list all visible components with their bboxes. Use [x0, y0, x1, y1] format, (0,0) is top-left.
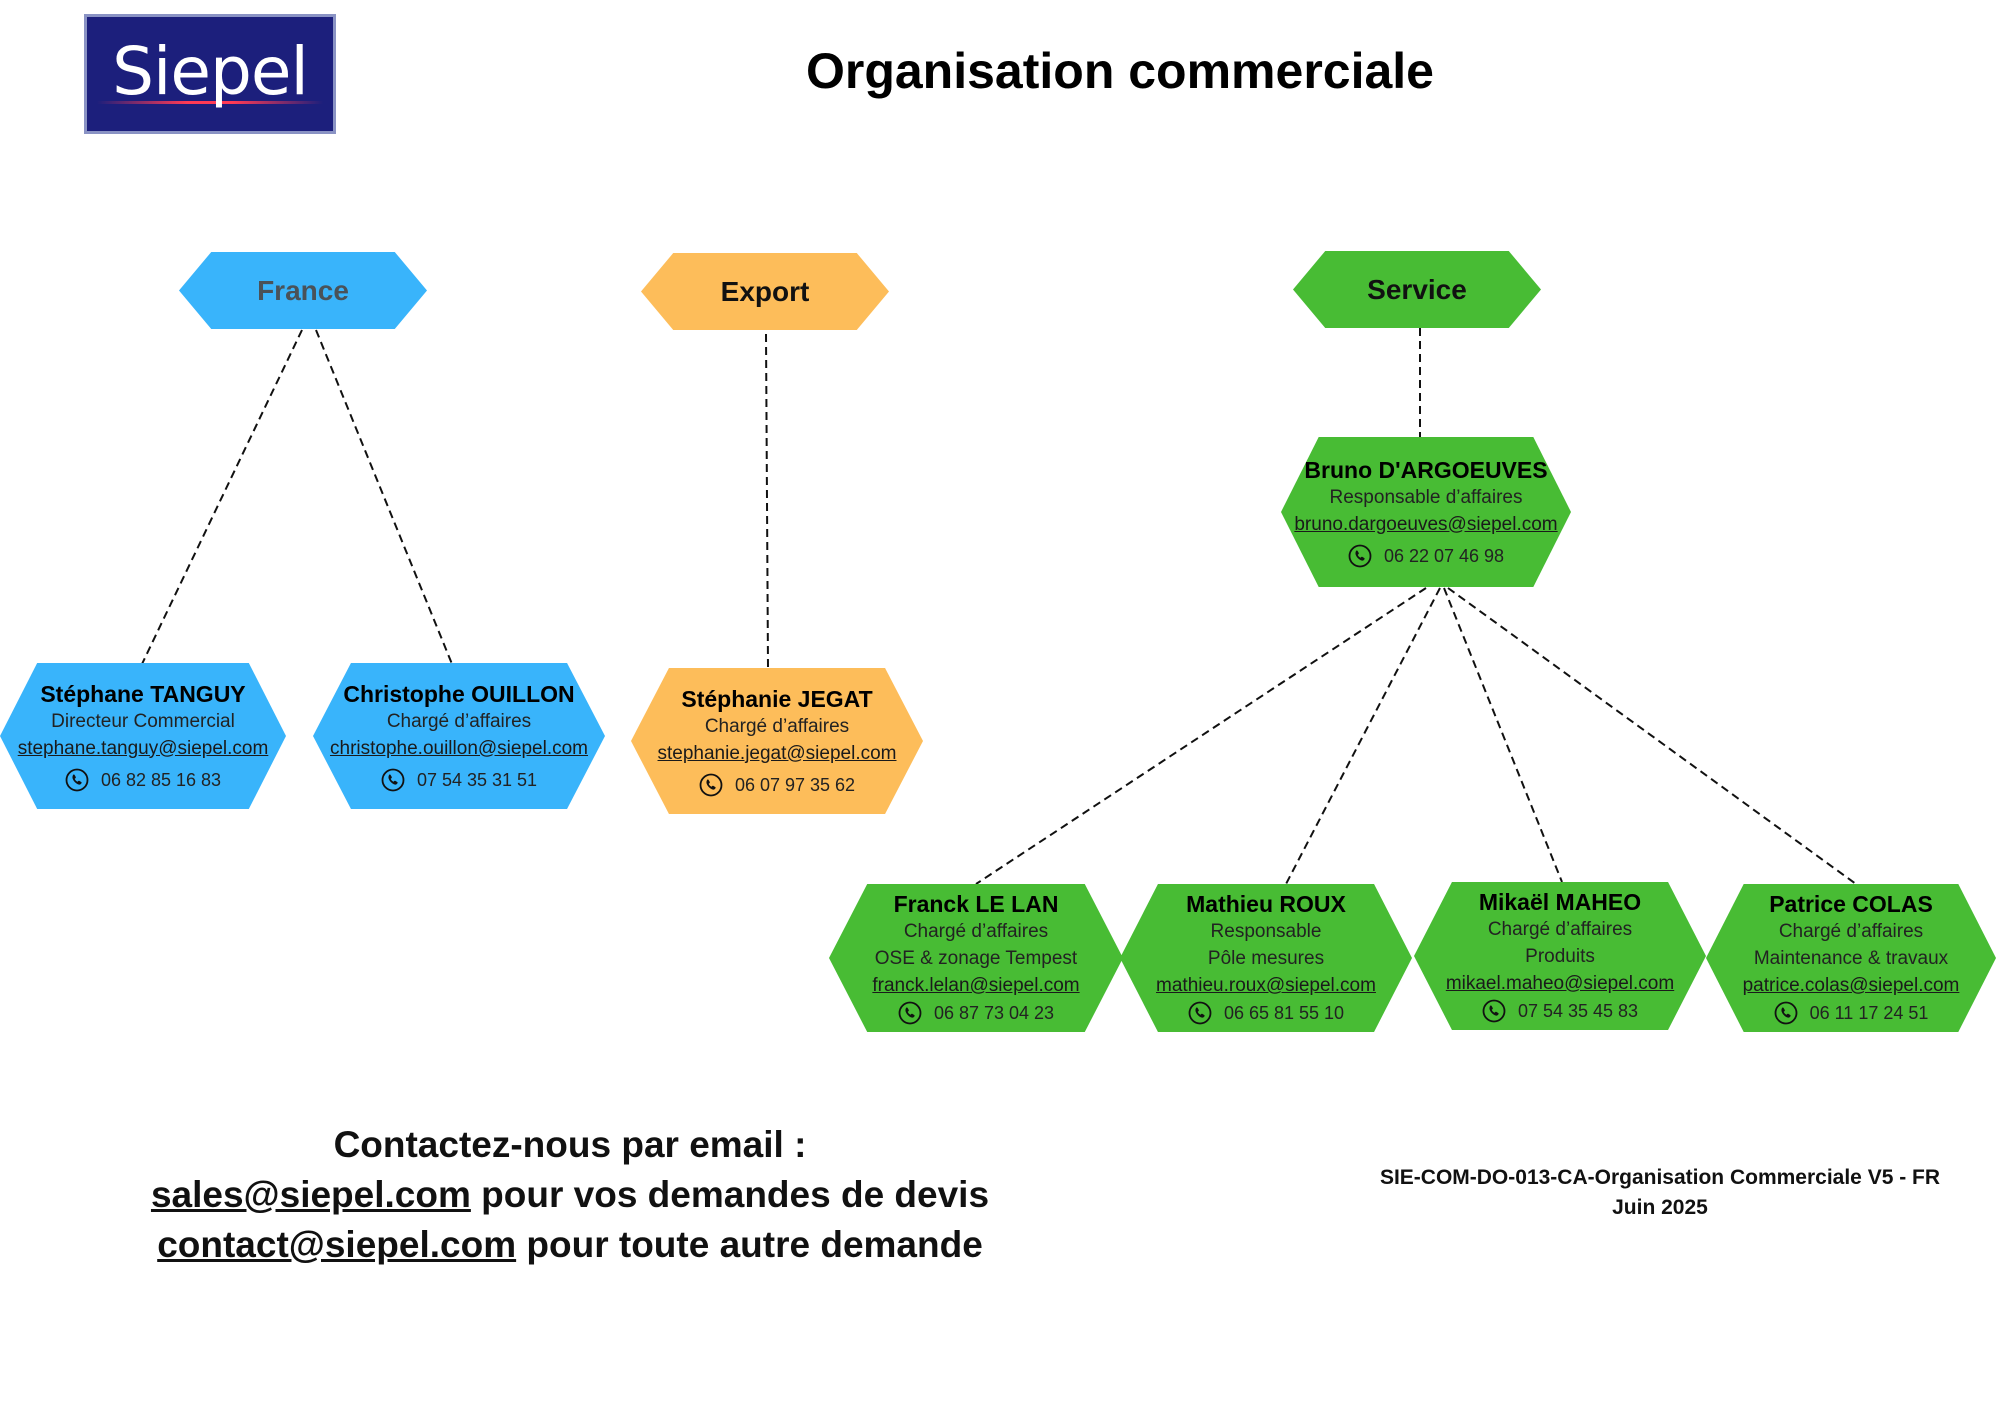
person-phone: 06 11 17 24 51	[1809, 1003, 1929, 1023]
phone-icon	[381, 768, 405, 791]
person-role: Pôle mesures	[1207, 948, 1325, 969]
connector-france-tanguy	[141, 329, 303, 665]
phone-row: 06 11 17 24 51	[1774, 1000, 1929, 1026]
phone-row: 07 54 35 45 83	[1482, 998, 1638, 1024]
person-card-stephane-tanguy: Stéphane TANGUY Directeur Commercial ste…	[0, 663, 286, 809]
person-phone: 06 07 97 35 62	[734, 774, 856, 795]
connector-dargoeuves-lelan	[975, 587, 1427, 885]
document-date: Juin 2025	[1612, 1196, 1708, 1219]
phone-icon	[898, 1001, 922, 1025]
contact-email-link[interactable]: contact@siepel.com	[157, 1224, 517, 1265]
person-name: Stéphanie JEGAT	[681, 685, 873, 712]
logo-accent-line	[97, 101, 323, 104]
person-email-link[interactable]: patrice.colas@siepel.com	[1742, 975, 1960, 996]
person-role: Maintenance & travaux	[1753, 948, 1949, 969]
person-email-link[interactable]: mathieu.roux@siepel.com	[1156, 975, 1376, 996]
phone-icon	[1482, 999, 1506, 1023]
connector-dargoeuves-roux	[1285, 587, 1441, 885]
person-email-link[interactable]: stephane.tanguy@siepel.com	[17, 737, 269, 759]
department-label: Export	[720, 275, 810, 307]
phone-icon	[65, 768, 89, 791]
person-name: Stéphane TANGUY	[40, 680, 246, 707]
person-name: Patrice COLAS	[1769, 891, 1933, 917]
sales-email-link[interactable]: sales@siepel.com	[150, 1174, 471, 1215]
phone-row: 06 22 07 46 98	[1348, 543, 1504, 569]
connector-dargoeuves-maheo	[1443, 587, 1563, 883]
person-name: Christophe OUILLON	[343, 680, 575, 707]
siepel-logo: Siepel	[84, 14, 336, 134]
person-card-christophe-ouillon: Christophe OUILLON Chargé d’affaires chr…	[313, 663, 605, 809]
person-phone: 07 54 35 31 51	[416, 769, 538, 790]
person-name: Franck LE LAN	[893, 891, 1059, 917]
person-email-link[interactable]: christophe.ouillon@siepel.com	[330, 737, 588, 759]
person-role: Chargé d’affaires	[386, 710, 532, 732]
person-role: OSE & zonage Tempest	[874, 948, 1078, 969]
document-reference: SIE-COM-DO-013-CA-Organisation Commercia…	[1300, 1163, 2000, 1223]
contact-heading: Contactez-nous par email :	[333, 1124, 807, 1165]
document-id: SIE-COM-DO-013-CA-Organisation Commercia…	[1379, 1166, 1941, 1189]
person-role: Chargé d’affaires	[1487, 919, 1633, 940]
connector-export-jegat	[765, 333, 769, 669]
connector-dargoeuves-colas	[1447, 587, 1857, 885]
phone-row: 06 87 73 04 23	[898, 1000, 1054, 1026]
department-service: Service	[1293, 251, 1541, 328]
person-email-link[interactable]: mikael.maheo@siepel.com	[1445, 973, 1675, 994]
department-label: France	[257, 274, 349, 306]
contact-line-text: pour toute autre demande	[516, 1224, 983, 1265]
person-role: Chargé d’affaires	[903, 921, 1049, 942]
person-role: Produits	[1525, 946, 1595, 967]
phone-row: 06 07 97 35 62	[699, 772, 855, 798]
person-card-franck-le-lan: Franck LE LAN Chargé d’affaires OSE & zo…	[829, 884, 1123, 1032]
person-phone: 06 65 81 55 10	[1223, 1003, 1345, 1023]
connector-france-ouillon	[315, 329, 453, 665]
person-role: Directeur Commercial	[51, 710, 235, 732]
person-card-stephanie-jegat: Stéphanie JEGAT Chargé d’affaires stepha…	[631, 668, 923, 814]
person-name: Bruno D'ARGOEUVES	[1304, 456, 1548, 483]
logo-text: Siepel	[112, 32, 309, 110]
phone-row: 07 54 35 31 51	[381, 767, 537, 793]
person-email-link[interactable]: stephanie.jegat@siepel.com	[657, 742, 897, 764]
phone-icon	[1348, 544, 1372, 567]
phone-row: 06 82 85 16 83	[65, 767, 221, 793]
person-name: Mathieu ROUX	[1186, 891, 1346, 917]
department-france: France	[179, 252, 427, 329]
person-phone: 06 82 85 16 83	[100, 769, 222, 790]
department-label: Service	[1367, 273, 1467, 305]
person-role: Responsable	[1210, 921, 1322, 942]
person-name: Mikaël MAHEO	[1478, 889, 1642, 915]
page-title: Organisation commerciale	[805, 43, 1434, 99]
person-card-mathieu-roux: Mathieu ROUX Responsable Pôle mesures ma…	[1120, 884, 1412, 1032]
phone-icon	[1774, 1001, 1798, 1025]
person-phone: 06 87 73 04 23	[933, 1003, 1055, 1023]
person-card-patrice-colas: Patrice COLAS Chargé d’affaires Maintena…	[1706, 884, 1996, 1032]
contact-section: Contactez-nous par email : sales@siepel.…	[100, 1120, 1040, 1270]
person-role: Responsable d’affaires	[1329, 486, 1523, 508]
contact-line-sales: sales@siepel.com pour vos demandes de de…	[100, 1170, 1040, 1220]
person-role: Chargé d’affaires	[1778, 921, 1924, 942]
contact-line-contact: contact@siepel.com pour toute autre dema…	[100, 1220, 1040, 1270]
person-phone: 07 54 35 45 83	[1517, 1001, 1639, 1021]
phone-icon	[699, 773, 723, 796]
department-export: Export	[641, 253, 889, 330]
person-card-mikael-maheo: Mikaël MAHEO Chargé d’affaires Produits …	[1414, 882, 1706, 1030]
phone-icon	[1188, 1001, 1212, 1025]
person-role: Chargé d’affaires	[704, 715, 850, 737]
person-email-link[interactable]: franck.lelan@siepel.com	[872, 975, 1080, 996]
person-email-link[interactable]: bruno.dargoeuves@siepel.com	[1294, 513, 1558, 535]
contact-line-text: pour vos demandes de devis	[470, 1174, 990, 1215]
person-card-bruno-dargoeuves: Bruno D'ARGOEUVES Responsable d’affaires…	[1281, 437, 1571, 587]
phone-row: 06 65 81 55 10	[1188, 1000, 1344, 1026]
person-phone: 06 22 07 46 98	[1383, 545, 1505, 566]
